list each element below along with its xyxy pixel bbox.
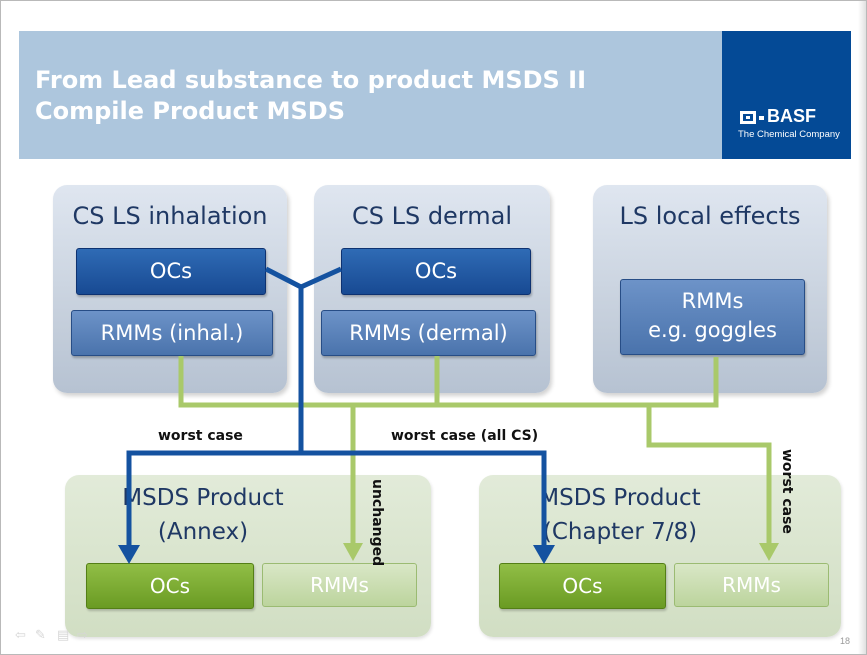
title-line-2: Compile Product MSDS [35,97,345,125]
basf-logo-square-icon [740,111,756,124]
rmms-goggles-line-2: e.g. goggles [648,318,777,342]
header-band [19,31,851,159]
label-worst-case-left: worst case [158,428,243,444]
ocs-chapter-button[interactable]: OCs [499,563,666,609]
ocs-annex-button[interactable]: OCs [86,563,254,609]
ocs-dermal-button[interactable]: OCs [341,248,531,295]
rmms-inhalation-label: RMMs (inhal.) [100,321,244,345]
source-title-local-effects: LS local effects [619,202,801,230]
ocs-chapter-label: OCs [562,574,603,598]
label-worst-case-all: worst case (all CS) [391,428,539,444]
title-line-1: From Lead substance to product MSDS II [35,66,587,94]
rmms-goggles-line-1: RMMs [681,289,744,313]
pen-icon[interactable]: ✎ [35,628,46,643]
ocs-inhalation-label: OCs [149,259,193,283]
chapter-title-line-1: MSDS Product [539,485,701,511]
annex-title-line-2: (Annex) [157,519,249,545]
logo-tagline: The Chemical Company [738,129,840,140]
arrow-left-icon[interactable]: ⇦ [15,628,26,643]
ocs-inhalation-button[interactable]: OCs [76,248,266,295]
page-number: 18 [840,636,851,646]
label-worst-case-right: worst case [779,449,795,534]
rmms-dermal-button[interactable]: RMMs (dermal) [321,310,536,356]
ocs-annex-label: OCs [149,574,191,598]
slide-edge-shadow [858,1,866,654]
source-title-dermal: CS LS dermal [351,202,513,230]
basf-logo: BASF The Chemical Company [722,31,851,159]
basf-logo-dash-icon [759,116,764,120]
rmms-inhalation-button[interactable]: RMMs (inhal.) [71,310,273,356]
rmms-chapter-button[interactable]: RMMs [674,563,829,607]
rmms-annex-button[interactable]: RMMs [262,563,417,607]
rmms-chapter-label: RMMs [722,573,781,597]
arrow-right-icon[interactable]: ⇨ [77,628,88,643]
label-unchanged: unchanged [369,479,385,567]
chapter-title-line-2: (Chapter 7/8) [542,519,698,545]
slide-title: From Lead substance to product MSDS II C… [35,65,725,127]
ocs-dermal-label: OCs [414,259,458,283]
logo-name: BASF [767,106,816,126]
rmms-goggles-button[interactable]: RMMs e.g. goggles [620,279,805,355]
annex-title-line-1: MSDS Product [122,485,284,511]
rmms-dermal-label: RMMs (dermal) [349,321,508,345]
source-title-inhalation: CS LS inhalation [72,202,268,230]
rmms-annex-label: RMMs [310,573,369,597]
menu-icon[interactable]: ▤ [57,628,70,643]
